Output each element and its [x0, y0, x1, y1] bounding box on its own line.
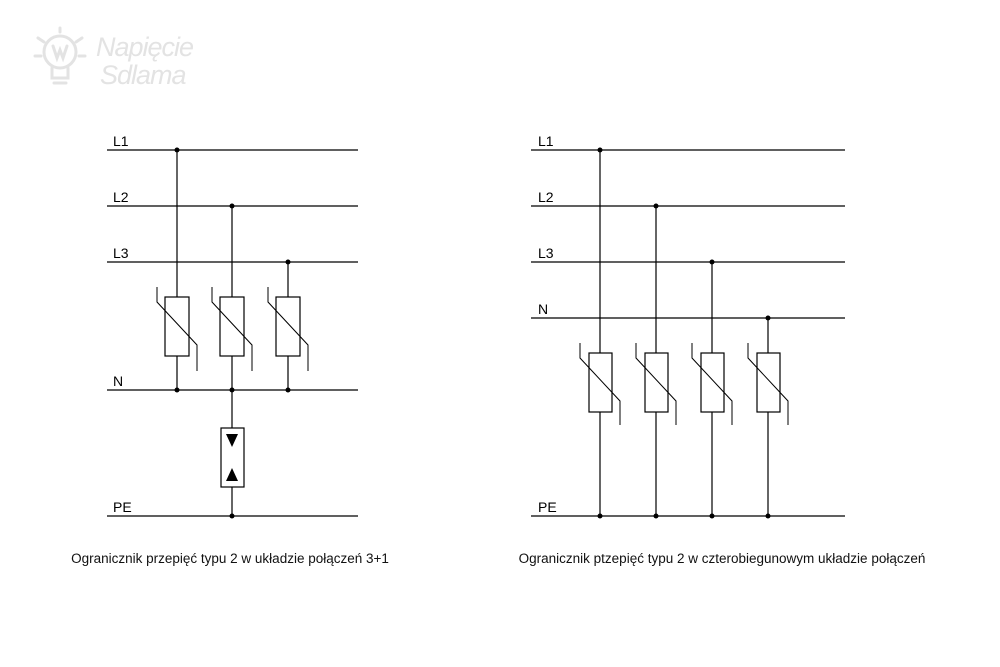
right-diagram: L1 L2 L3 N PE: [519, 133, 926, 566]
lightbulb-icon: [33, 26, 87, 85]
label-l3: L3: [538, 245, 554, 261]
varistor-l1: [156, 147, 198, 393]
spark-gap-n-pe: [220, 390, 245, 519]
label-pe: PE: [538, 499, 557, 515]
logo-line-2: Sdlama: [100, 60, 187, 90]
label-l2: L2: [538, 189, 554, 205]
label-l2: L2: [113, 189, 129, 205]
varistor-l2: [635, 203, 677, 519]
label-l1: L1: [538, 133, 554, 149]
logo-line-1: Napięcie: [96, 32, 194, 62]
varistor-l1: [579, 147, 621, 519]
label-l1: L1: [113, 133, 129, 149]
label-n: N: [538, 301, 548, 317]
caption-left: Ogranicznik przepięć typu 2 w układzie p…: [71, 551, 389, 566]
label-pe: PE: [113, 499, 132, 515]
label-n: N: [113, 373, 123, 389]
varistor-l3: [691, 259, 733, 519]
watermark-logo: Napięcie Sdlama: [33, 26, 195, 90]
varistor-l3: [267, 259, 309, 393]
label-l3: L3: [113, 245, 129, 261]
varistor-l2: [211, 203, 253, 393]
caption-right: Ogranicznik ptzepięć typu 2 w czterobieg…: [519, 551, 926, 566]
left-diagram: L1 L2 L3 N PE: [71, 133, 389, 566]
varistor-n: [747, 315, 789, 519]
